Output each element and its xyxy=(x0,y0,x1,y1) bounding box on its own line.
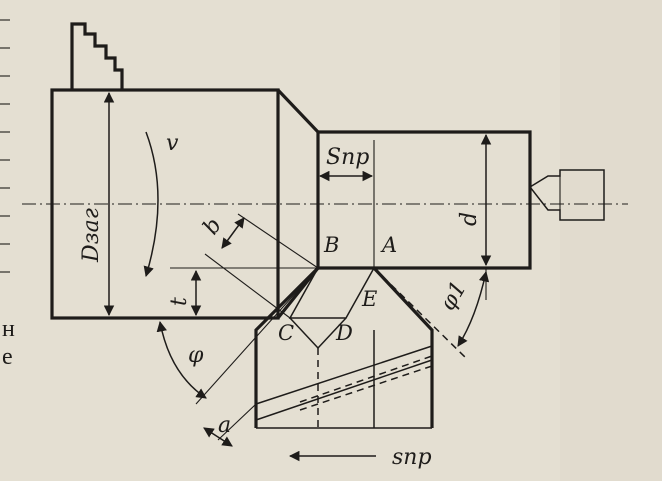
label-a: a xyxy=(218,413,231,438)
label-C: C xyxy=(278,321,294,345)
dim-a xyxy=(203,427,233,447)
label-spr-bottom: sпр xyxy=(392,445,432,470)
margin-char-bottom: е xyxy=(2,344,13,370)
workpiece-machined-diameter xyxy=(316,130,532,270)
label-B: B xyxy=(323,233,339,257)
angle-phi1 xyxy=(457,270,490,347)
label-t: t xyxy=(167,297,192,306)
label-phi1: φ1 xyxy=(436,277,472,315)
label-spr-top: Sпр xyxy=(326,145,369,170)
label-D: D xyxy=(335,321,353,345)
angle-phi xyxy=(156,320,207,399)
margin-char-top: н xyxy=(2,316,15,342)
label-phi: φ xyxy=(188,343,204,368)
label-d: d xyxy=(457,212,482,226)
margin-ticks xyxy=(0,19,10,273)
label-dzag: Dзаг xyxy=(79,208,104,263)
chuck-jaw xyxy=(70,22,124,90)
tailstock-center xyxy=(528,169,605,221)
bleed-through-text xyxy=(560,0,662,481)
cutting-tool xyxy=(254,266,434,428)
rotation-arrow-v xyxy=(143,131,159,278)
label-E: E xyxy=(361,287,377,311)
label-v: v xyxy=(166,131,179,156)
dim-b xyxy=(221,217,245,249)
label-b: b xyxy=(198,214,227,240)
label-A: A xyxy=(380,233,397,257)
